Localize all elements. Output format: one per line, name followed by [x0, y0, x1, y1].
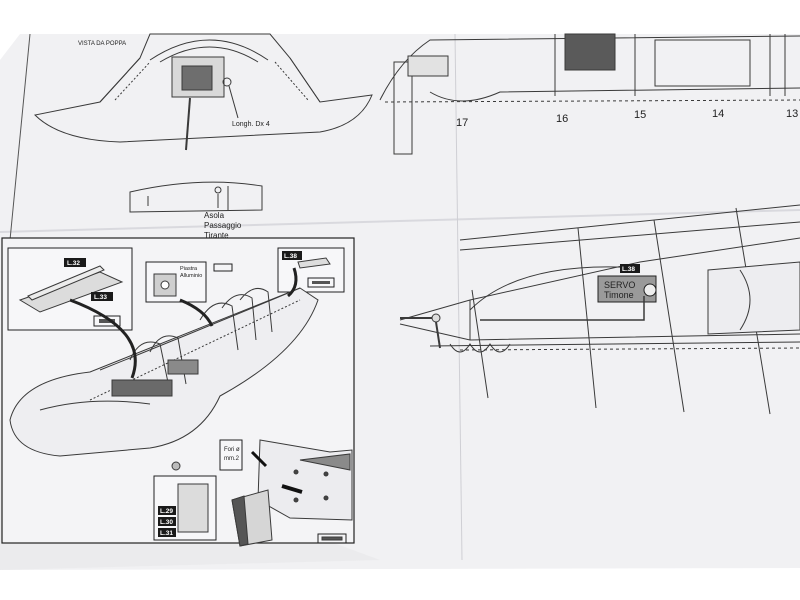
tag-l31	[158, 528, 176, 537]
tag-l30-text: L.30	[160, 519, 173, 526]
tag-l33-text: L.33	[94, 294, 107, 301]
stern-view-label: VISTA DA POPPA	[78, 41, 126, 47]
stern-view-drawing	[33, 33, 373, 151]
side-view-drawing	[379, 33, 800, 155]
fold-line	[0, 209, 800, 233]
servo-label-2: Timone	[604, 290, 634, 300]
servo-label-1: SERVO	[604, 280, 635, 290]
tag-l31-text: L.31	[160, 530, 173, 537]
plate-label-2: Alluminio	[180, 273, 202, 279]
hole-label-1: Fori ø	[224, 447, 240, 453]
tag-l30	[158, 517, 176, 526]
slot-label-1: Asola	[204, 211, 225, 220]
slot-label-2: Passaggio	[204, 221, 242, 230]
tag-l32-text: L.32	[67, 260, 80, 267]
plate-label-1: Piastra	[180, 266, 198, 272]
hole-label-2: mm.2	[224, 456, 240, 462]
tag-l29-text: L.29	[160, 508, 173, 515]
center-crease	[454, 33, 463, 561]
servo-side-view	[399, 204, 800, 415]
inset-aluminum-plate	[145, 261, 233, 303]
page-border-left	[9, 33, 31, 241]
tag-l32	[64, 258, 86, 267]
tag-l29	[158, 506, 176, 515]
station-17: 17	[456, 117, 468, 129]
tag-l38-top	[282, 251, 302, 260]
fuselage-drawing	[9, 267, 319, 457]
station-13: 13	[786, 108, 798, 120]
tag-l38-servo	[620, 264, 640, 273]
tag-l33	[91, 292, 113, 301]
servo-tray-detail	[219, 439, 353, 547]
slot-label-3: Tirante	[204, 231, 229, 240]
length-label: Longh. Dx 4	[232, 121, 270, 128]
tag-l38-servo-text: L.38	[622, 266, 635, 273]
tie-rod-slot-part	[129, 181, 263, 213]
station-14: 14	[712, 108, 724, 120]
station-15: 15	[634, 109, 646, 121]
inset-l32	[7, 247, 133, 331]
inset-l38	[277, 247, 345, 293]
tag-l38-top-text: L.38	[284, 253, 297, 260]
station-16: 16	[556, 113, 568, 125]
